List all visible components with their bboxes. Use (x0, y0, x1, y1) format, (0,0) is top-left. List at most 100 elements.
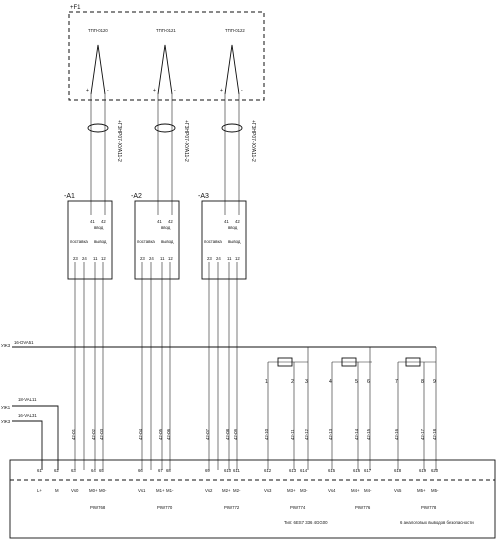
svg-text:вывод: вывод (228, 239, 241, 244)
svg-text:+: + (153, 88, 156, 94)
svg-text:61: 61 (37, 468, 42, 473)
svg-text:+: + (220, 88, 223, 94)
svg-text:УЖ3: УЖ3 (1, 343, 11, 348)
svg-text:616: 616 (353, 468, 361, 473)
converter-box-label: -A3 (198, 193, 209, 200)
svg-text:PIW772: PIW772 (224, 505, 240, 510)
sensor-tag: ТПП-0122 (225, 28, 245, 33)
svg-text:PIW774: PIW774 (290, 505, 306, 510)
svg-text:42: 42 (101, 219, 106, 224)
svg-text:M4+: M4+ (351, 488, 360, 493)
svg-text:23: 23 (207, 256, 212, 261)
svg-text:62: 62 (54, 468, 59, 473)
svg-text:Vs5: Vs5 (394, 488, 402, 493)
wire-label: 42-07 (205, 428, 210, 440)
svg-text:12: 12 (235, 256, 240, 261)
converter-box-label: -A2 (131, 193, 142, 200)
wire-label: 42-01 (71, 428, 76, 440)
sensor-group-a2: ТПП-0121 + - +Г3НР07-ХУА11-2 -A2 41 42 в… (131, 28, 189, 280)
svg-text:УЖ1: УЖ1 (1, 405, 11, 410)
svg-text:PIW768: PIW768 (90, 505, 106, 510)
module-type: Тип: 6ES7 336 4GG00 (284, 520, 328, 525)
svg-text:617: 617 (364, 468, 372, 473)
cable-shield-icon (154, 123, 176, 133)
module-frame (9, 459, 496, 539)
svg-text:Vs4: Vs4 (328, 488, 336, 493)
resistor (405, 357, 421, 367)
svg-text:M0-: M0- (99, 488, 107, 493)
power-bus-3: УЖ3 16-VAL31 (1, 413, 43, 470)
wire-label: 42-18 (432, 428, 437, 440)
svg-text:ввод: ввод (161, 225, 171, 230)
wire-label: 42-17 (420, 428, 425, 440)
wire-label: 42-12 (304, 428, 309, 440)
svg-text:M4-: M4- (364, 488, 372, 493)
module-signal-names: L+ M Vs0 M0+ M0- Vs1 M1+ M1- Vs2 M2+ M2-… (37, 488, 439, 493)
svg-text:69: 69 (205, 468, 210, 473)
svg-text:23: 23 (140, 256, 145, 261)
svg-text:12: 12 (101, 256, 106, 261)
svg-text:-: - (241, 88, 243, 94)
sensor-group-a3: ТПП-0122 + - +Г3НР07-ХУА11-2 -A3 41 42 в… (198, 28, 256, 280)
svg-text:41: 41 (157, 219, 162, 224)
svg-text:M1+: M1+ (156, 488, 165, 493)
svg-text:M3-: M3- (300, 488, 308, 493)
svg-text:66: 66 (138, 468, 143, 473)
svg-text:поставка: поставка (70, 239, 88, 244)
svg-text:Vs0: Vs0 (71, 488, 79, 493)
wire-label: 42-10 (264, 428, 269, 440)
wire-label: 42-13 (328, 428, 333, 440)
svg-text:Vs1: Vs1 (138, 488, 146, 493)
wire-label: 42-06 (166, 428, 171, 440)
svg-text:11: 11 (93, 256, 98, 261)
module-description: 6 аналоговых выводов безопасности (400, 520, 474, 525)
enclosure-frame (68, 11, 265, 101)
svg-text:ввод: ввод (228, 225, 238, 230)
svg-text:610: 610 (224, 468, 232, 473)
svg-text:M2+: M2+ (222, 488, 231, 493)
svg-text:42: 42 (168, 219, 173, 224)
svg-text:M1-: M1- (166, 488, 174, 493)
svg-text:42: 42 (235, 219, 240, 224)
svg-text:M2-: M2- (233, 488, 241, 493)
svg-text:-: - (107, 88, 109, 94)
svg-text:6: 6 (367, 379, 370, 385)
sensor-tag: ТПП-0121 (156, 28, 176, 33)
svg-text:41: 41 (90, 219, 95, 224)
wire-label: 42-15 (366, 428, 371, 440)
converter-box-label: -A1 (64, 193, 75, 200)
module-pin-numbers: 61 62 63 64 65 66 67 68 69 610 611 612 6… (37, 468, 439, 473)
svg-text:1: 1 (265, 379, 268, 385)
svg-text:24: 24 (82, 256, 87, 261)
bus-label: 16-VAL31 (18, 413, 37, 418)
svg-text:M0+: M0+ (89, 488, 98, 493)
svg-text:64: 64 (91, 468, 96, 473)
svg-text:вывод: вывод (161, 239, 174, 244)
svg-text:+: + (86, 88, 89, 94)
svg-text:-: - (174, 88, 176, 94)
power-bus-2: УЖ1 18-VAL11 (1, 397, 59, 470)
sensor-group-a1: ТПП-0120 + - +Г3НР07-ХУА11-2 -A1 41 42 в… (64, 28, 122, 280)
svg-text:M5+: M5+ (417, 488, 426, 493)
svg-text:4: 4 (329, 379, 332, 385)
svg-text:41: 41 (224, 219, 229, 224)
field-enclosure: +F1 (68, 5, 265, 101)
cable-label: +Г3НР07-ХУА11-2 (183, 120, 189, 162)
svg-text:PIW778: PIW778 (421, 505, 437, 510)
enclosure-label: +F1 (70, 5, 81, 11)
svg-text:68: 68 (166, 468, 171, 473)
svg-text:24: 24 (149, 256, 154, 261)
svg-text:23: 23 (73, 256, 78, 261)
svg-text:618: 618 (394, 468, 402, 473)
svg-text:67: 67 (158, 468, 163, 473)
svg-text:M3+: M3+ (287, 488, 296, 493)
svg-text:поставка: поставка (137, 239, 155, 244)
bus-label: 18-VAL11 (18, 397, 37, 402)
svg-text:11: 11 (227, 256, 232, 261)
cable-label: +Г3НР07-ХУА11-2 (250, 120, 256, 162)
svg-text:619: 619 (419, 468, 427, 473)
wire-labels: 42-01 42-02 42-03 42-04 42-05 42-06 42-0… (71, 428, 437, 440)
svg-text:вывод: вывод (94, 239, 107, 244)
wire-label: 42-05 (158, 428, 163, 440)
wire-label: 42-11 (290, 429, 295, 440)
